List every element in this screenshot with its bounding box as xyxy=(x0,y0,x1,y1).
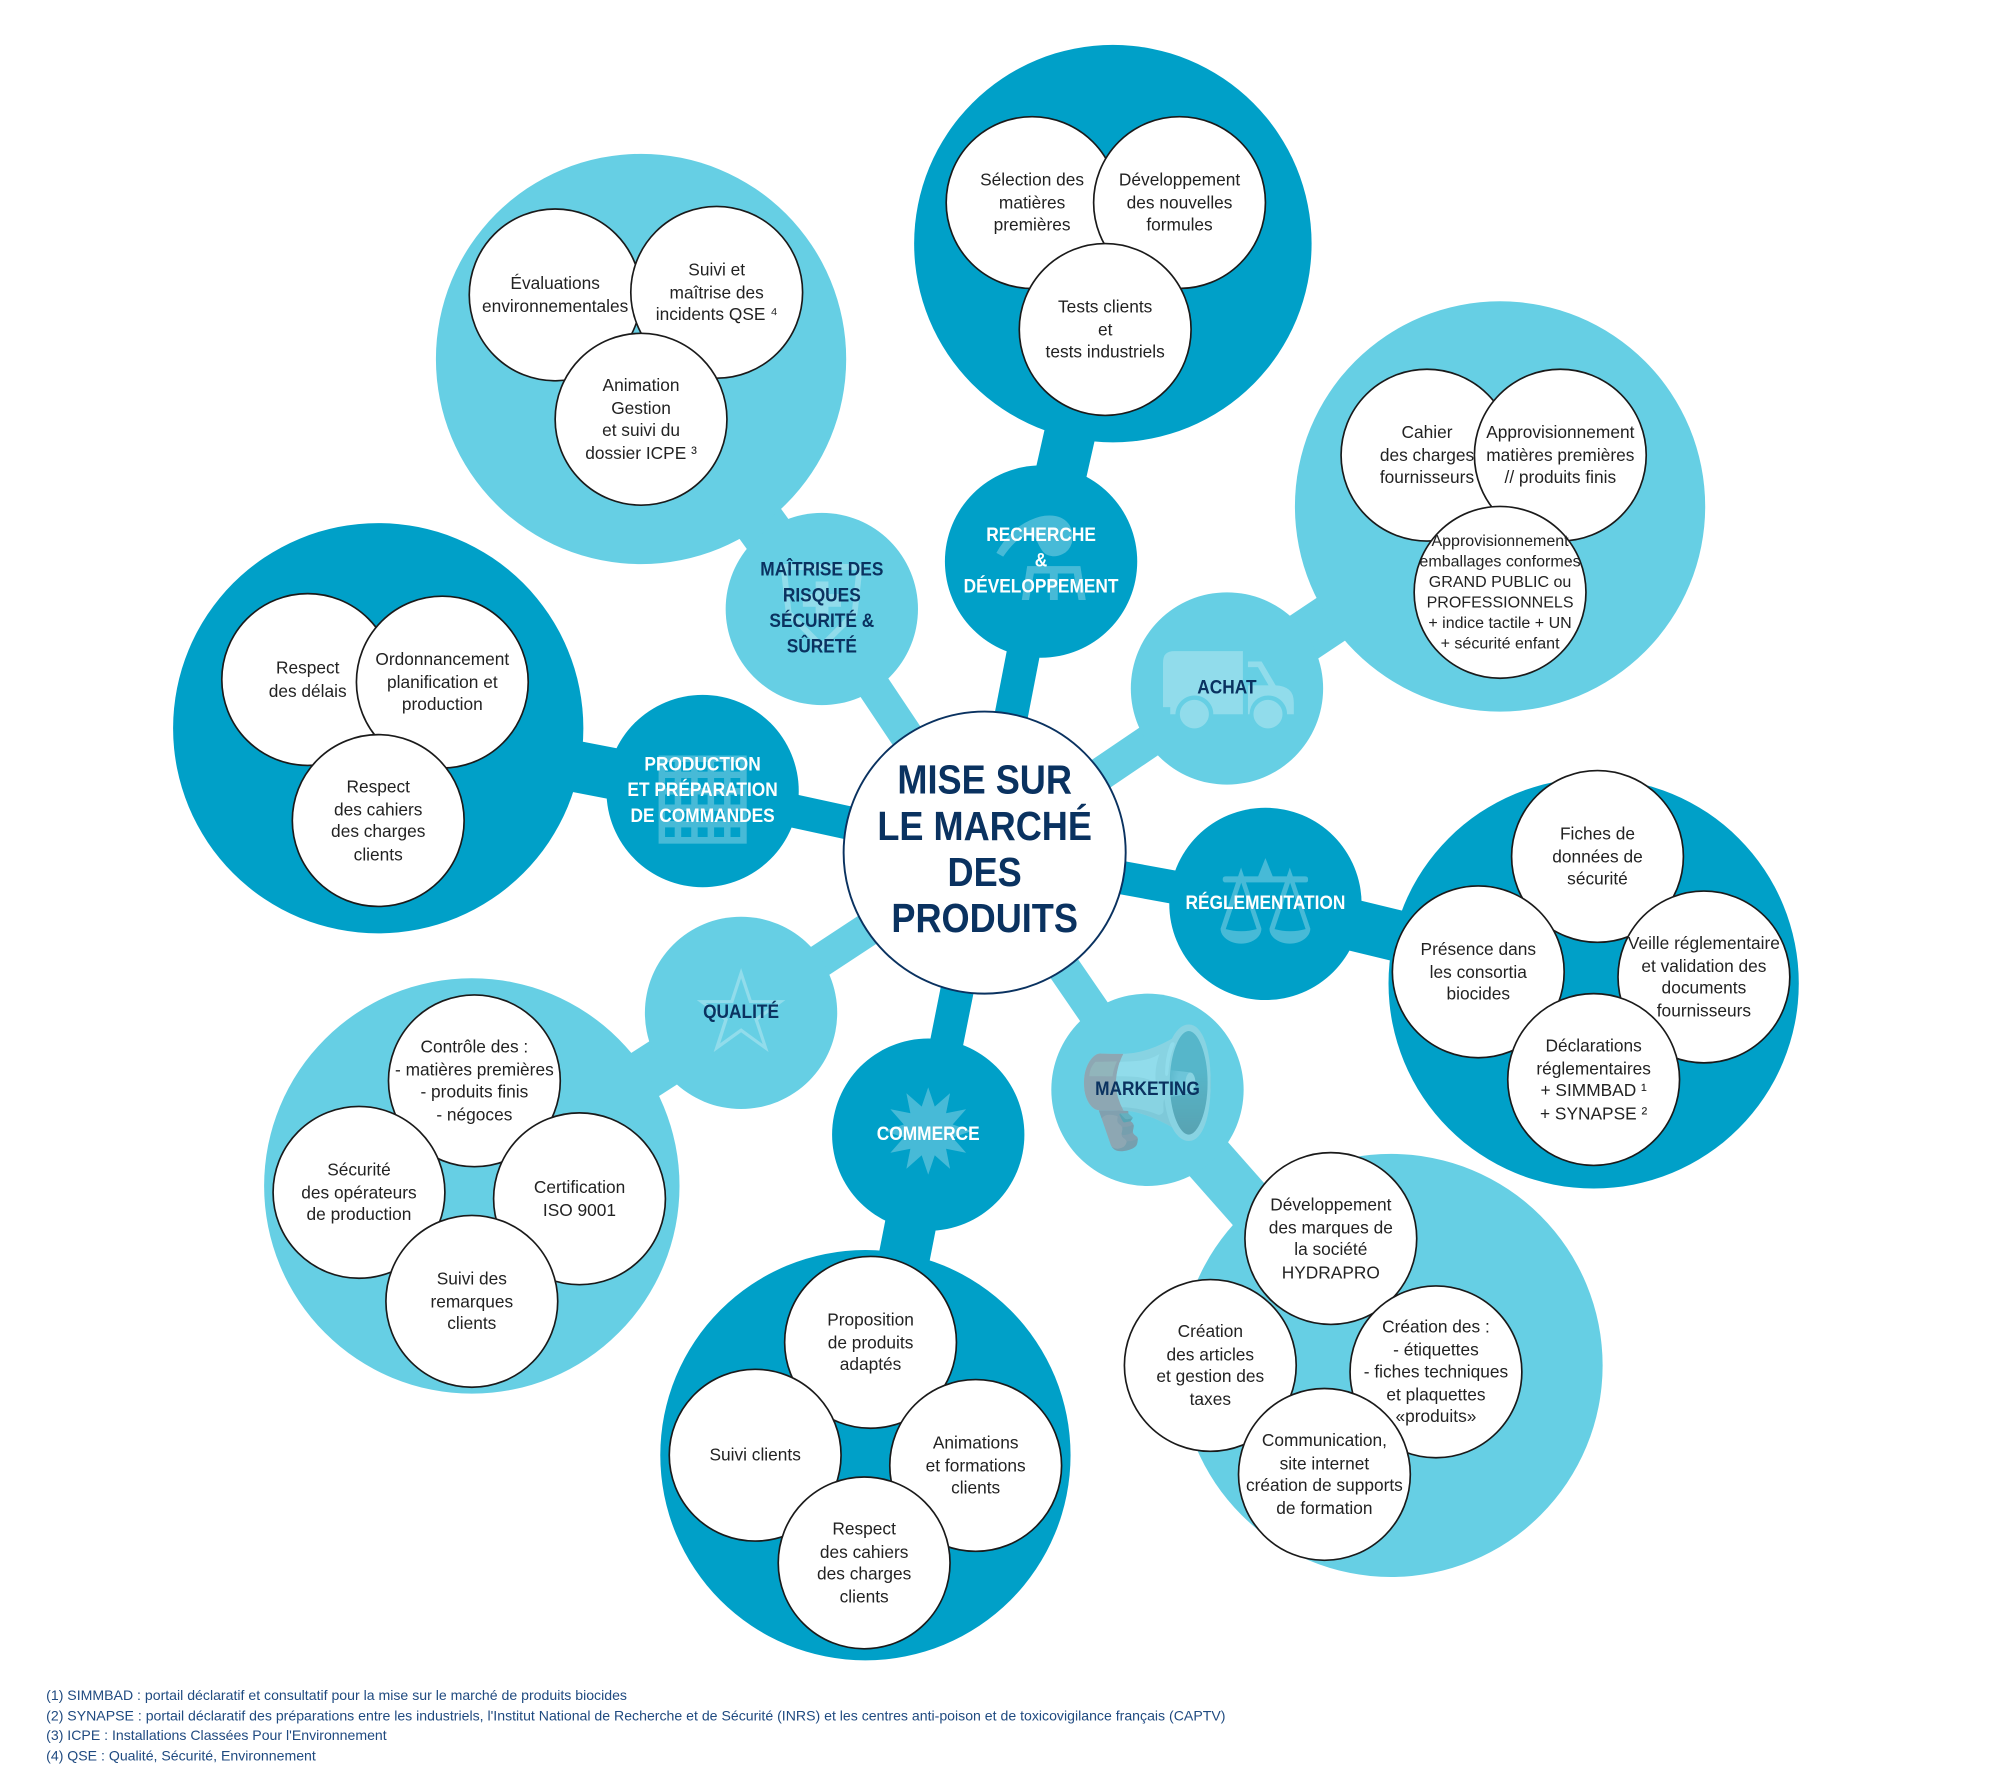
item-bubble xyxy=(1349,1285,1523,1459)
item-bubble xyxy=(387,994,562,1168)
item-bubble xyxy=(554,332,728,506)
maitrise-hub xyxy=(725,512,918,706)
recherche-item: Sélection des matières premières xyxy=(980,170,1085,235)
production-item: Respect des cahiers des charges clients xyxy=(331,776,426,864)
scales-icon: ⚖ xyxy=(1213,835,1318,971)
cart-icon: ⛟ xyxy=(1154,620,1300,756)
commerce-item: Animations et formations clients xyxy=(925,1433,1026,1498)
qualite-item: Sécurité des opérateurs de production xyxy=(301,1159,417,1225)
marketing-item: Développement des marques de la société … xyxy=(1268,1194,1393,1282)
qualite-cluster xyxy=(264,978,680,1394)
maitrise-item: Suivi et maîtrise des incidents QSE ⁴ xyxy=(655,259,778,325)
reglementation-hub-label: RÉGLEMENTATION xyxy=(1185,892,1346,915)
reglementation-item: Fiches de données de sécurité xyxy=(1552,824,1643,889)
recherche-hub xyxy=(944,465,1138,658)
star-icon: ☆ xyxy=(689,944,793,1080)
item-bubble xyxy=(1018,242,1192,417)
item-bubble xyxy=(888,1378,1063,1553)
center-title: MISE SUR LE MARCHÉ DES PRODUITS xyxy=(877,756,1092,942)
marketing-item: Communication, site internet création de… xyxy=(1245,1430,1403,1518)
qualite-hub xyxy=(644,916,838,1110)
megaphone-icon: 📢 xyxy=(1075,1021,1220,1157)
item-bubble xyxy=(668,1368,842,1542)
shield-icon: ⛨ xyxy=(778,541,866,676)
commerce-hub-label: COMMERCE xyxy=(876,1123,980,1145)
item-bubble xyxy=(385,1214,559,1389)
boxes-icon: ▦ xyxy=(648,723,758,858)
item-bubble xyxy=(291,733,465,908)
item-bubble xyxy=(1244,1151,1418,1326)
reglementation-cluster xyxy=(1388,778,1799,1189)
production-hub-label: PRODUCTION ET PRÉPARATION DE COMMANDES xyxy=(627,753,778,827)
production-item: Ordonnancement planification et producti… xyxy=(375,649,510,714)
item-bubble xyxy=(1506,992,1681,1167)
footnote: (2) SYNAPSE : portail déclaratif des pré… xyxy=(46,1708,1226,1724)
achat-item: Approvisionnement matières premières // … xyxy=(1486,422,1635,487)
recherche-item: Tests clients et tests industriels xyxy=(1045,297,1165,362)
item-bubble xyxy=(1413,505,1587,680)
flask-icon: ⚗ xyxy=(989,493,1093,629)
item-bubble xyxy=(1617,890,1791,1064)
achat-hub xyxy=(1130,592,1324,785)
item-bubble xyxy=(1391,885,1565,1059)
item-bubble xyxy=(1123,1278,1298,1453)
reglementation-hub xyxy=(1169,807,1362,1001)
commerce-item: Suivi clients xyxy=(709,1445,801,1465)
item-bubble xyxy=(777,1476,951,1650)
reglementation-item: Présence dans les consortia biocides xyxy=(1420,939,1536,1004)
commerce-item: Respect des cahiers des charges clients xyxy=(816,1519,912,1606)
maitrise-item: Évaluations environnementales xyxy=(482,273,629,316)
production-item: Respect des délais xyxy=(268,658,347,701)
center-circle xyxy=(842,710,1127,995)
qualite-hub-label: QUALITÉ xyxy=(703,1001,780,1024)
item-bubble xyxy=(492,1112,667,1286)
commerce-item: Proposition de produits adaptés xyxy=(827,1309,914,1375)
footnote: (3) ICPE : Installations Classées Pour l… xyxy=(46,1728,387,1744)
qualite-item: Certification ISO 9001 xyxy=(533,1177,626,1220)
recherche-item: Développement des nouvelles formules xyxy=(1118,170,1241,235)
achat-hub-label: ACHAT xyxy=(1197,676,1257,699)
footnote: (4) QSE : Qualité, Sécurité, Environneme… xyxy=(46,1748,316,1764)
maitrise-hub-label: MAÎTRISE DES RISQUES SÉCURITÉ & SÛRETÉ xyxy=(760,558,884,658)
item-bubble xyxy=(783,1255,958,1430)
commerce-cluster xyxy=(660,1250,1071,1661)
item-bubble xyxy=(1510,769,1685,944)
marketing-item: Création des : - étiquettes - fiches tec… xyxy=(1363,1317,1509,1427)
footnotes: (1) SIMMBAD : portail déclaratif et cons… xyxy=(46,1687,1225,1766)
marketing-hub-label: MARKETING xyxy=(1095,1078,1200,1101)
commerce-hub xyxy=(832,1038,1025,1231)
marketing-hub xyxy=(1051,993,1244,1186)
percent-badge-icon: ✹ xyxy=(879,1066,977,1202)
item-bubble xyxy=(272,1105,446,1280)
footnote: (1) SIMMBAD : portail déclaratif et cons… xyxy=(46,1688,627,1704)
item-bubble xyxy=(1237,1387,1412,1562)
qualite-item: Contrôle des : - matières premières - pr… xyxy=(395,1037,554,1124)
reglementation-item: Déclarations réglementaires + SIMMBAD ¹ … xyxy=(1536,1035,1651,1123)
recherche-hub-label: RECHERCHE & DÉVELOPPEMENT xyxy=(963,524,1119,598)
achat-item: Approvisionnement emballages conformes G… xyxy=(1419,532,1581,653)
reglementation-item: Veille réglementaire et validation des d… xyxy=(1627,933,1780,1020)
marketing-item: Création des articles et gestion des tax… xyxy=(1156,1321,1265,1409)
qualite-item: Suivi des remarques clients xyxy=(430,1268,514,1334)
maitrise-item: Animation Gestion et suivi du dossier IC… xyxy=(585,375,697,463)
production-hub xyxy=(606,694,799,888)
achat-item: Cahier des charges fournisseurs xyxy=(1379,422,1475,487)
